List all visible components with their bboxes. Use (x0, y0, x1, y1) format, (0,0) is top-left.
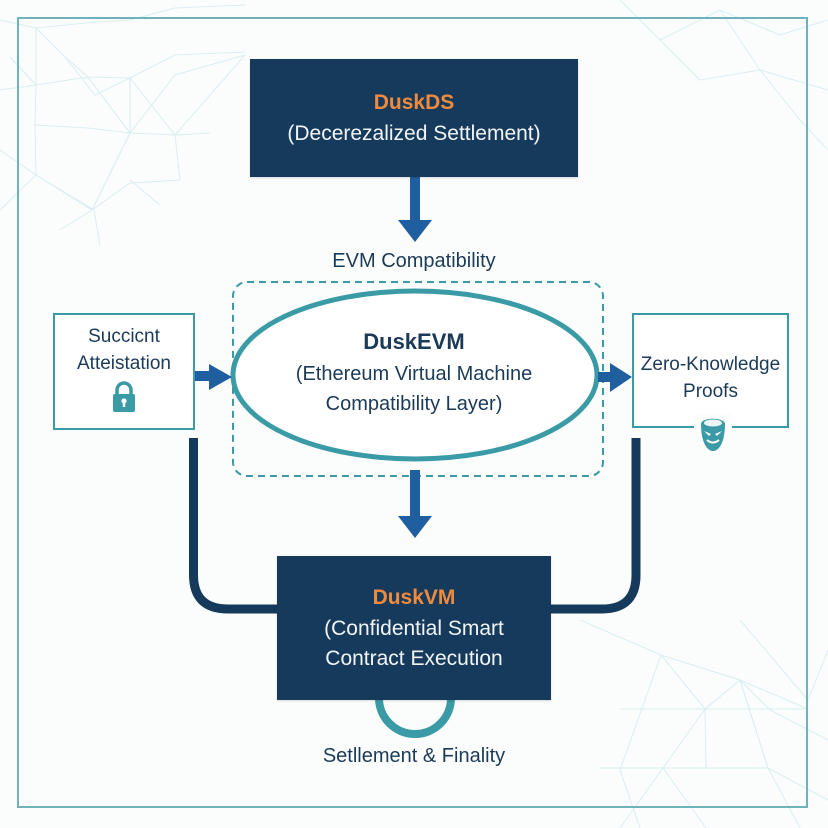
duskevm-title: DuskEVM (363, 329, 465, 354)
duskvm-subtitle-line1: (Confidential Smart (324, 617, 504, 640)
evm-compatibility-label: EVM Compatibility (332, 250, 496, 272)
duskvm-title: DuskVM (372, 586, 456, 609)
duskds-title: DuskDS (373, 91, 455, 114)
duskds-subtitle: (Decerezalized Settlement) (287, 122, 541, 145)
mask-icon-wrap (694, 414, 732, 462)
node-duskds[interactable]: DuskDS (Decerezalized Settlement) (250, 59, 578, 177)
lock-icon (113, 381, 135, 412)
attestation-line1: Succicnt (88, 326, 160, 347)
zk-line1: Zero-Knowledge (640, 354, 781, 375)
settlement-finality-label: Setllement & Finality (322, 745, 506, 767)
duskevm-subtitle-line2: Compatibility Layer) (325, 393, 503, 415)
attestation-line2: Atteistation (77, 353, 171, 374)
zk-line2: Proofs (683, 381, 738, 402)
node-succinct-attestation[interactable]: Succicnt Atteistation (53, 313, 195, 430)
node-duskvm[interactable]: DuskVM (Confidential Smart Contract Exec… (277, 556, 551, 700)
mask-icon (701, 418, 725, 451)
duskvm-subtitle-line2: Contract Execution (325, 647, 503, 670)
duskevm-subtitle-line1: (Ethereum Virtual Machine (295, 363, 533, 385)
node-duskevm: DuskEVM (Ethereum Virtual Machine Compat… (250, 325, 578, 419)
diagram-frame (17, 17, 808, 808)
node-zero-knowledge-proofs[interactable]: Zero-Knowledge Proofs (632, 313, 789, 428)
